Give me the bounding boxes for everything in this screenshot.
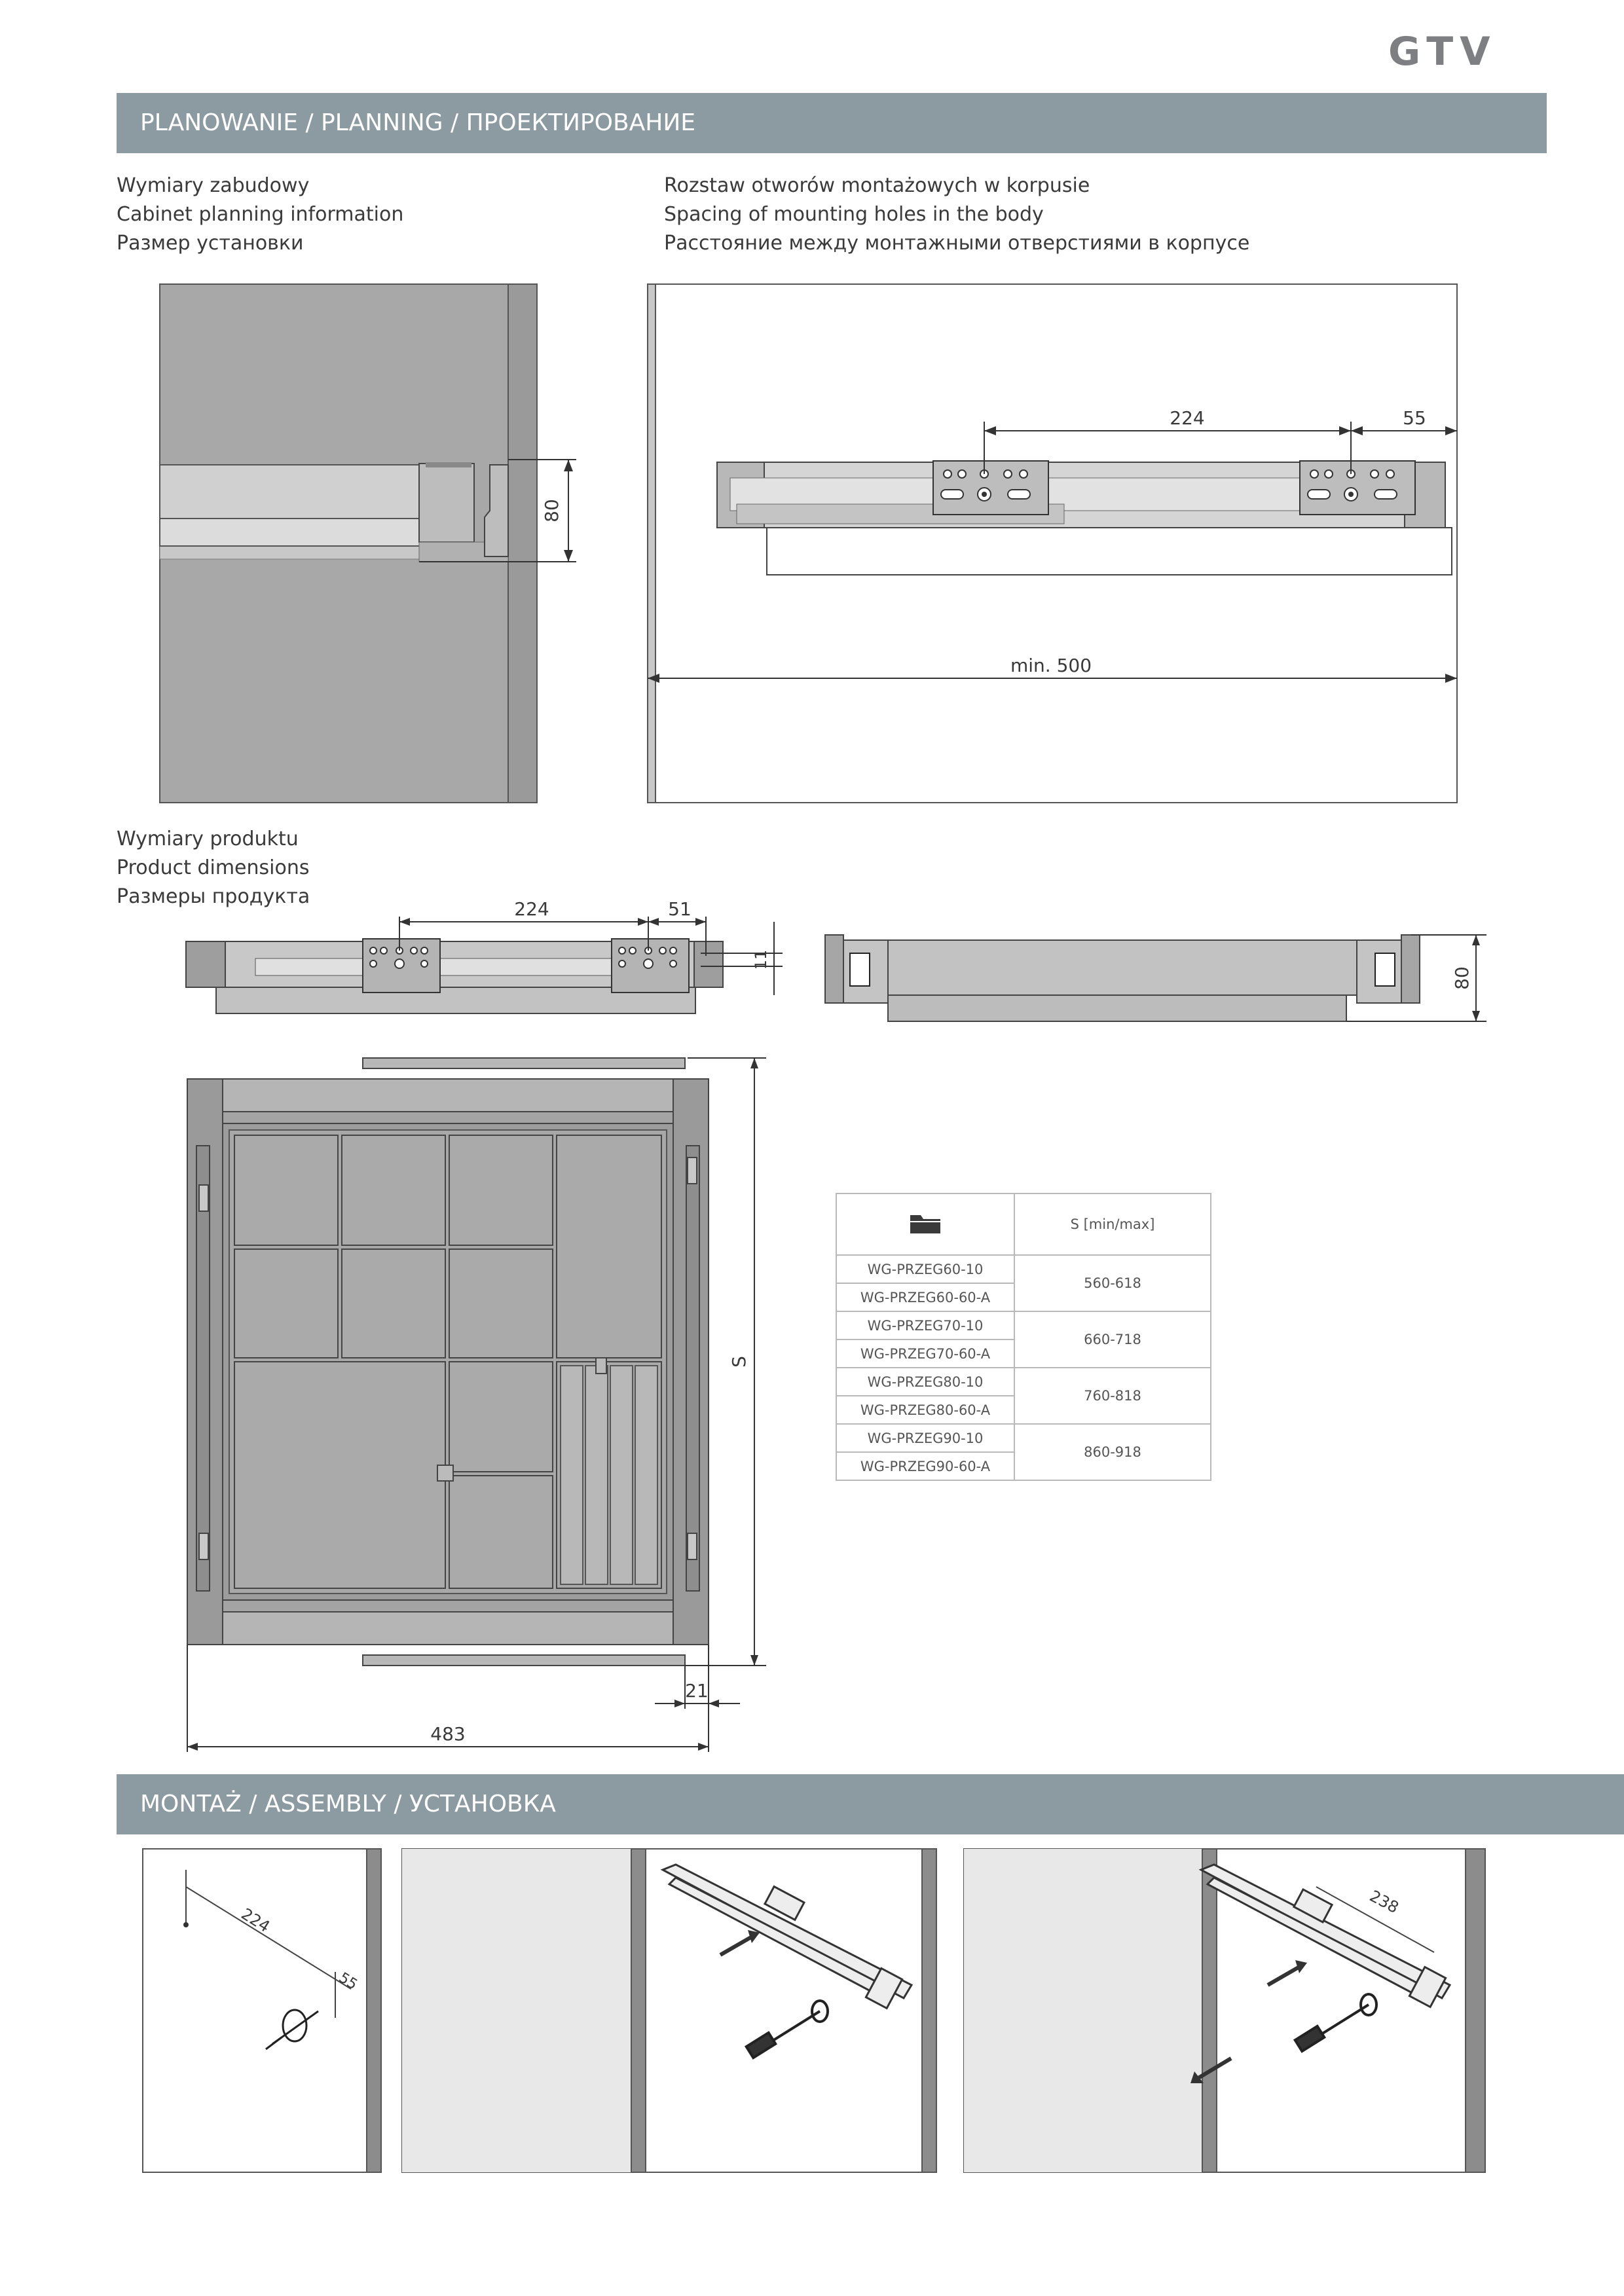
table-cell-code: WG-PRZEG70-10 [836, 1311, 1015, 1340]
screwdriver-icon [744, 1999, 829, 2060]
table-cell-code: WG-PRZEG90-10 [836, 1423, 1015, 1453]
product-side-drawing: 224 51 11 [185, 898, 783, 1014]
screw-icon [265, 2009, 319, 2050]
dim-cabinet-height: 80 [541, 499, 563, 522]
size-table: S [min/max] WG-PRZEG60-10 560-618 WG-PRZ… [836, 1193, 1211, 1481]
dim-min-depth: min. 500 [1010, 655, 1092, 676]
table-cell-code: WG-PRZEG80-10 [836, 1367, 1015, 1396]
dim-side-height: 80 [1451, 966, 1473, 990]
caption-product: Wymiary produktu Product dimensions Разм… [117, 825, 310, 911]
product-front-drawing: 80 [824, 934, 1486, 1022]
caption-line: Расстояние между монтажными отверстиями … [664, 232, 1250, 255]
caption-line: Cabinet planning information [117, 203, 404, 226]
runner-rail [660, 1863, 913, 2010]
caption-cabinet: Wymiary zabudowy Cabinet planning inform… [117, 172, 403, 258]
dim-width: 483 [430, 1723, 465, 1745]
hole-spacing-drawing: 224 55 min. 500 [647, 283, 1458, 803]
table-cell-code: WG-PRZEG70-60-A [836, 1339, 1015, 1368]
dim-holes-spacing: 224 [1170, 407, 1204, 429]
screwdriver-icon [1293, 1993, 1378, 2053]
table-cell-range: 760-818 [1014, 1367, 1211, 1425]
table-row: WG-PRZEG60-10 560-618 [836, 1254, 1211, 1312]
bracket-left [932, 460, 1049, 515]
dim-length-s: S [728, 1356, 750, 1368]
arrow-icon [719, 1933, 756, 1957]
caption-line: Размер установки [117, 232, 304, 255]
caption-line: Rozstaw otworów montażowych w korpusie [664, 174, 1090, 197]
dim-side-offset: 21 [685, 1680, 709, 1702]
table-header-icon-cell [836, 1193, 1015, 1256]
assembly-step-1: 224 55 [142, 1848, 382, 2173]
table-row: WG-PRZEG90-10 860-918 [836, 1423, 1211, 1481]
table-row: WG-PRZEG60-60-A [836, 1283, 1211, 1312]
arrow-icon [1197, 2056, 1232, 2080]
table-row: WG-PRZEG70-60-A [836, 1339, 1211, 1368]
cabinet-planning-drawing: 80 [159, 283, 576, 803]
dim-product-edge: 51 [668, 898, 692, 920]
table-row: WG-PRZEG80-10 760-818 [836, 1367, 1211, 1425]
runner-rail [1198, 1863, 1452, 2009]
table-row: WG-PRZEG90-60-A [836, 1451, 1211, 1481]
caption-line: Spacing of mounting holes in the body [664, 203, 1044, 226]
table-cell-range: 660-718 [1014, 1311, 1211, 1368]
table-row: WG-PRZEG80-60-A [836, 1395, 1211, 1425]
table-cell-code: WG-PRZEG60-60-A [836, 1283, 1015, 1312]
assembly-step-3: 238 [963, 1848, 1486, 2173]
caption-line: Product dimensions [117, 856, 310, 879]
dim-holes-edge: 55 [1403, 407, 1426, 429]
section-assembly-header: MONTAŻ / ASSEMBLY / УСТАНОВКА [117, 1774, 1624, 1834]
caption-line: Wymiary zabudowy [117, 174, 310, 197]
assembly-step-2 [401, 1848, 937, 2173]
product-top-drawing: S 483 21 [187, 1057, 766, 1752]
table-cell-range: 860-918 [1014, 1423, 1211, 1481]
section-planning-header: PLANOWANIE / PLANNING / ПРОЕКТИРОВАНИЕ [117, 93, 1547, 153]
table-cell-range: 560-618 [1014, 1254, 1211, 1312]
dim-product-rail: 11 [752, 950, 770, 970]
caption-line: Wymiary produktu [117, 828, 299, 850]
table-cell-code: WG-PRZEG60-10 [836, 1254, 1015, 1284]
bracket-right [1299, 460, 1416, 515]
table-row: WG-PRZEG70-10 660-718 [836, 1311, 1211, 1368]
table-cell-code: WG-PRZEG80-60-A [836, 1395, 1015, 1425]
caption-line: Размеры продукта [117, 885, 310, 908]
folder-icon [910, 1214, 940, 1233]
table-cell-code: WG-PRZEG90-60-A [836, 1451, 1015, 1481]
dim-product-spacing: 224 [514, 898, 549, 920]
arrow-icon [1266, 1963, 1303, 1987]
caption-spacing: Rozstaw otworów montażowych w korpusie S… [664, 172, 1249, 258]
table-header-label: S [min/max] [1014, 1193, 1211, 1256]
brand-logo: GTV [1388, 29, 1497, 75]
